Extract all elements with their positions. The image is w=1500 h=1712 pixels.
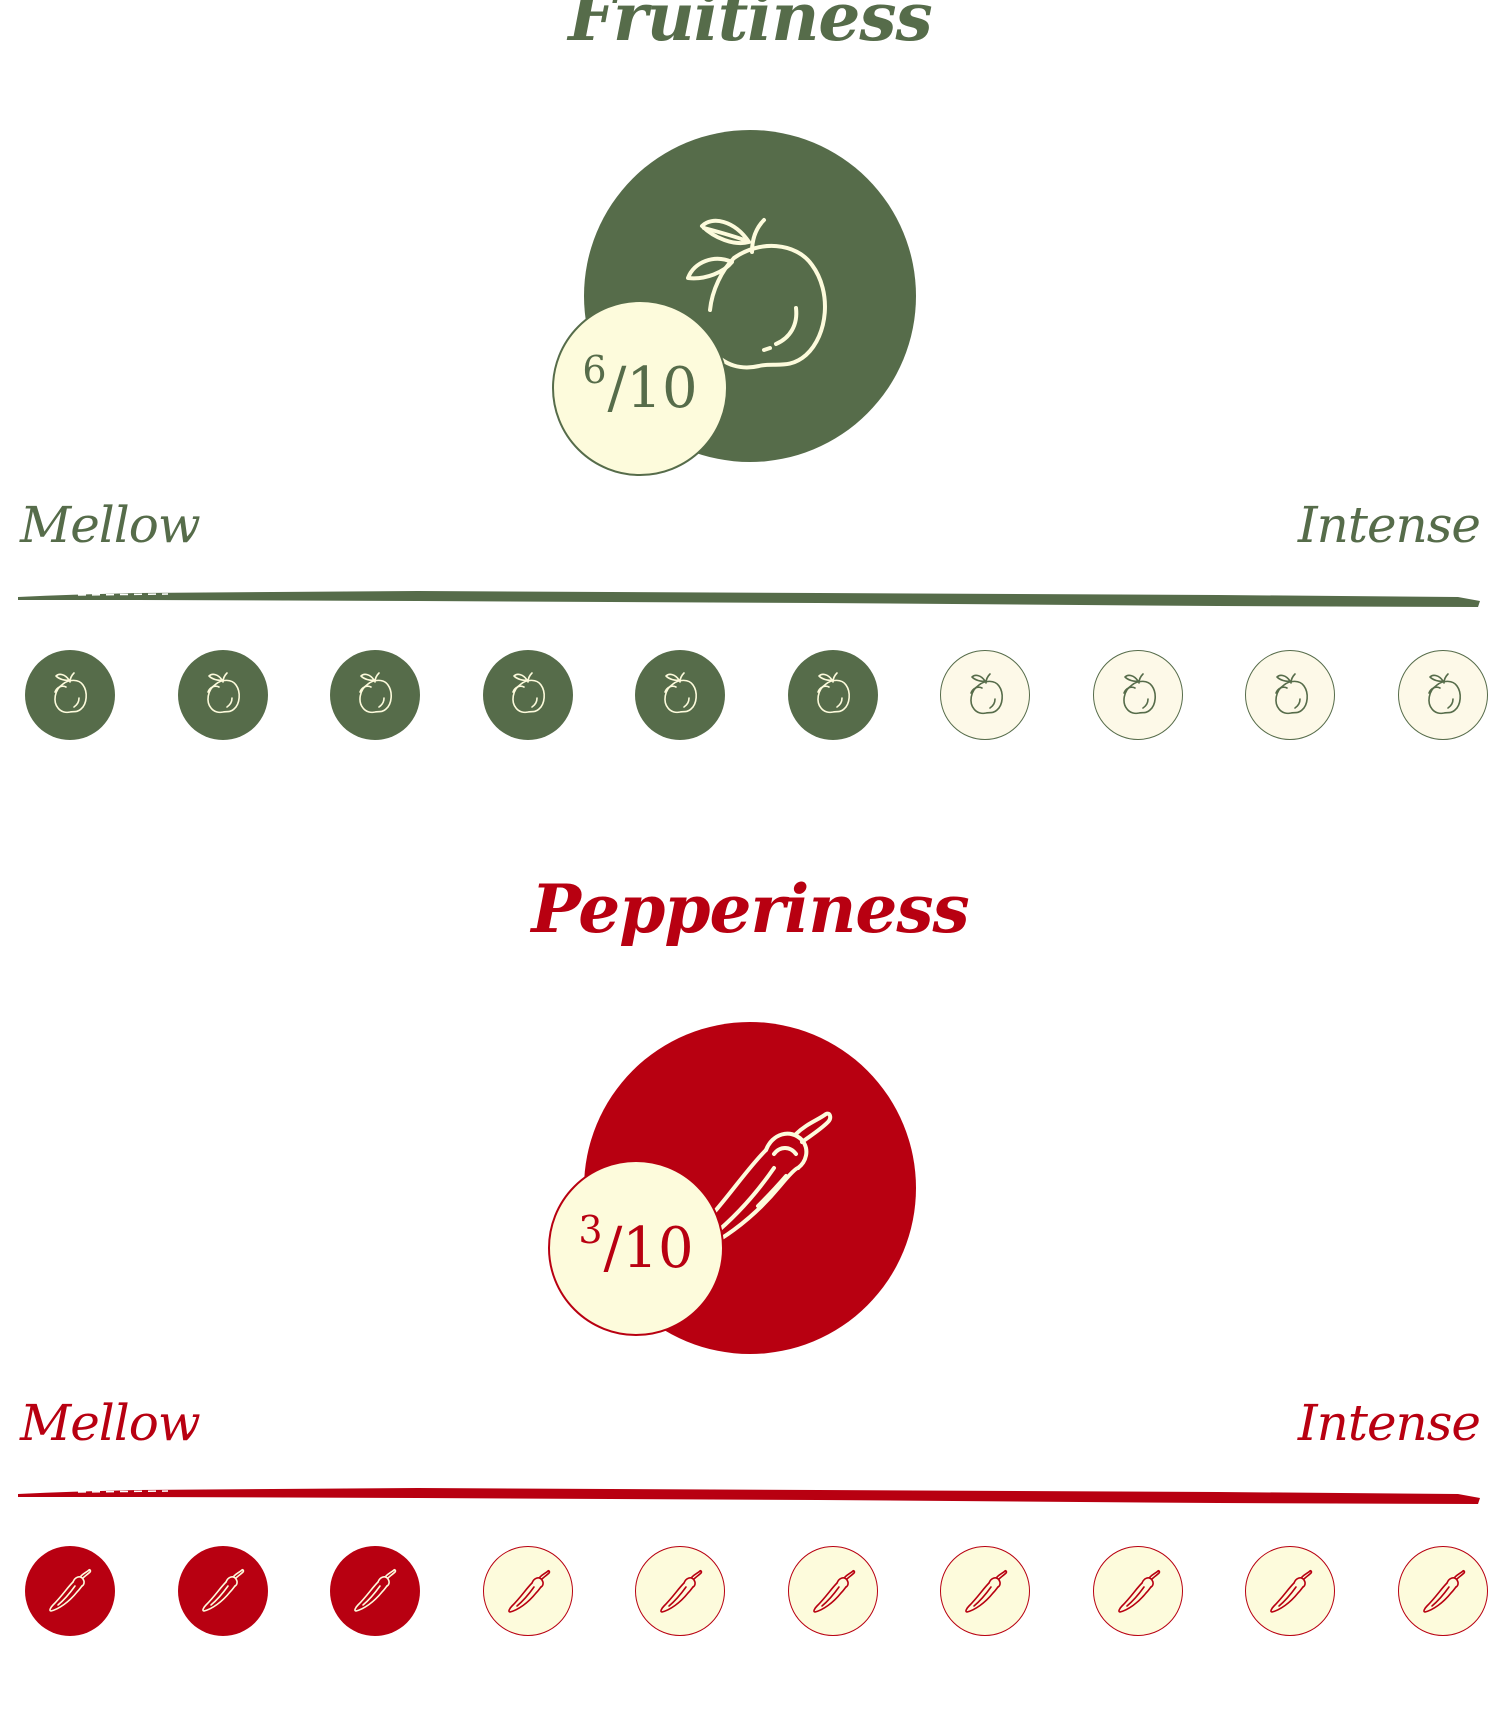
fruitiness-title: Fruitiness	[568, 0, 932, 56]
fruitiness-rating-step-4	[482, 650, 573, 740]
chili-pepper-icon	[965, 1569, 1008, 1613]
pepperiness-mellow-label: Mellow	[20, 1394, 201, 1452]
apple-icon	[970, 673, 1003, 715]
fruitiness-rating-step-5	[635, 650, 725, 740]
fruitiness-icon-row	[0, 650, 1500, 742]
apple-icon	[816, 672, 850, 714]
pepperiness-rating-step-4	[482, 1546, 573, 1636]
apple-icon	[686, 218, 827, 370]
apple-icon	[1427, 673, 1461, 715]
fruitiness-section: Fruitiness 6/10 Mellow Intense	[0, 0, 1500, 820]
fruitiness-score-max: 10	[626, 355, 698, 421]
apple-icon	[511, 672, 545, 714]
fruitiness-rating-step-7	[940, 650, 1030, 740]
fruitiness-rating-step-9	[1245, 650, 1335, 740]
fruitiness-score-slash: /	[607, 355, 627, 421]
fruitiness-rating-step-8	[1092, 650, 1183, 740]
pepperiness-rating-step-8	[1092, 1546, 1183, 1636]
pepperiness-rating-step-2	[177, 1546, 268, 1636]
chili-pepper-icon	[660, 1569, 703, 1613]
apple-icon	[206, 672, 240, 714]
chili-pepper-icon	[1270, 1569, 1313, 1613]
chili-pepper-icon	[1117, 1569, 1160, 1613]
pepperiness-rating-step-5	[635, 1546, 725, 1636]
fruitiness-score-badge: 6/10	[552, 300, 728, 476]
pepperiness-score-max: 10	[622, 1215, 694, 1281]
apple-icon	[664, 672, 697, 714]
chili-pepper-icon	[354, 1568, 397, 1612]
fruitiness-scale-bar	[18, 591, 1480, 607]
fruitiness-rating-step-3	[330, 650, 420, 740]
pepperiness-rating-step-3	[330, 1546, 420, 1636]
pepperiness-intense-label: Intense	[1297, 1394, 1481, 1452]
chili-pepper-icon	[812, 1569, 855, 1613]
fruitiness-score: 6	[582, 348, 607, 392]
pepperiness-score-badge: 3/10	[548, 1160, 724, 1336]
apple-icon	[1275, 673, 1308, 715]
pepperiness-rating-step-7	[940, 1546, 1030, 1636]
pepperiness-section: Pepperiness 3/10 Mellow Intense	[0, 870, 1500, 1712]
pepperiness-rating-step-10	[1397, 1546, 1488, 1636]
fruitiness-mellow-label: Mellow	[20, 496, 201, 554]
pepperiness-rating-step-1	[25, 1546, 115, 1636]
pepperiness-rating-step-9	[1245, 1546, 1335, 1636]
pepperiness-score-slash: /	[603, 1215, 623, 1281]
fruitiness-rating-step-2	[177, 650, 268, 740]
fruitiness-intense-label: Intense	[1297, 496, 1481, 554]
apple-icon	[1122, 673, 1156, 715]
fruitiness-rating-step-1	[25, 650, 115, 740]
fruitiness-rating-step-6	[787, 650, 878, 740]
chili-pepper-icon	[1422, 1569, 1465, 1613]
pepperiness-title: Pepperiness	[531, 870, 969, 948]
pepperiness-rating-step-6	[787, 1546, 878, 1636]
pepperiness-scale-bar	[18, 1488, 1480, 1504]
apple-icon	[359, 672, 392, 714]
chili-pepper-icon	[201, 1568, 244, 1612]
pepperiness-icon-row	[0, 1546, 1500, 1638]
apple-icon	[54, 672, 87, 714]
chili-pepper-icon	[507, 1569, 550, 1613]
fruitiness-rating-step-10	[1397, 650, 1488, 740]
chili-pepper-icon	[49, 1568, 92, 1612]
pepperiness-score: 3	[578, 1208, 603, 1252]
